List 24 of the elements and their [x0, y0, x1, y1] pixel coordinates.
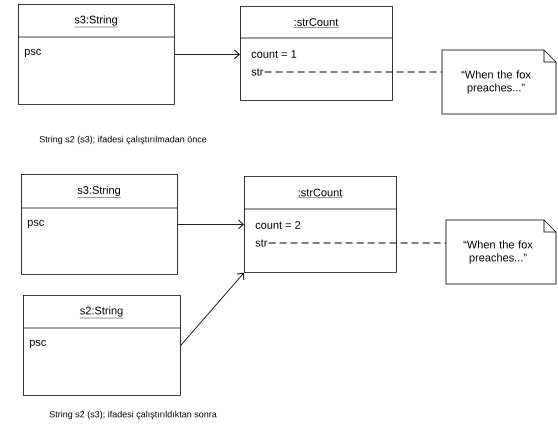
- object-box: [18, 4, 175, 105]
- caption-text: String s2 (s3); ifadesi çalıştırılmadan önce: [40, 136, 206, 144]
- object-name: s3:String: [74, 15, 118, 28]
- object-name: s3:String: [77, 186, 121, 198]
- object-box: [20, 174, 178, 275]
- attribute-text: count = 1: [252, 50, 296, 58]
- note-box: “When the fox preaches...”: [442, 50, 556, 114]
- attribute-text: psc: [28, 220, 44, 228]
- caption-text: String s2 (s3); ifadesi çalıştırıldıktan sonra: [50, 410, 217, 420]
- object-box: [244, 176, 397, 273]
- object-name: s2:String: [80, 306, 124, 318]
- arrow: [174, 49, 240, 60]
- object-box: [240, 6, 393, 101]
- note-box: “When the fox preaches...”: [446, 220, 556, 284]
- arrow: [180, 272, 244, 346]
- attribute-text: str: [252, 68, 264, 76]
- arrow: [177, 219, 244, 230]
- object-box: [22, 295, 181, 396]
- attribute-text: psc: [24, 48, 42, 58]
- attribute-text: count = 2: [256, 221, 300, 229]
- object-name: :strCount: [297, 188, 343, 198]
- object-name: :strCount: [294, 18, 339, 28]
- attribute-text: str: [256, 239, 268, 247]
- attribute-text: psc: [30, 340, 46, 348]
